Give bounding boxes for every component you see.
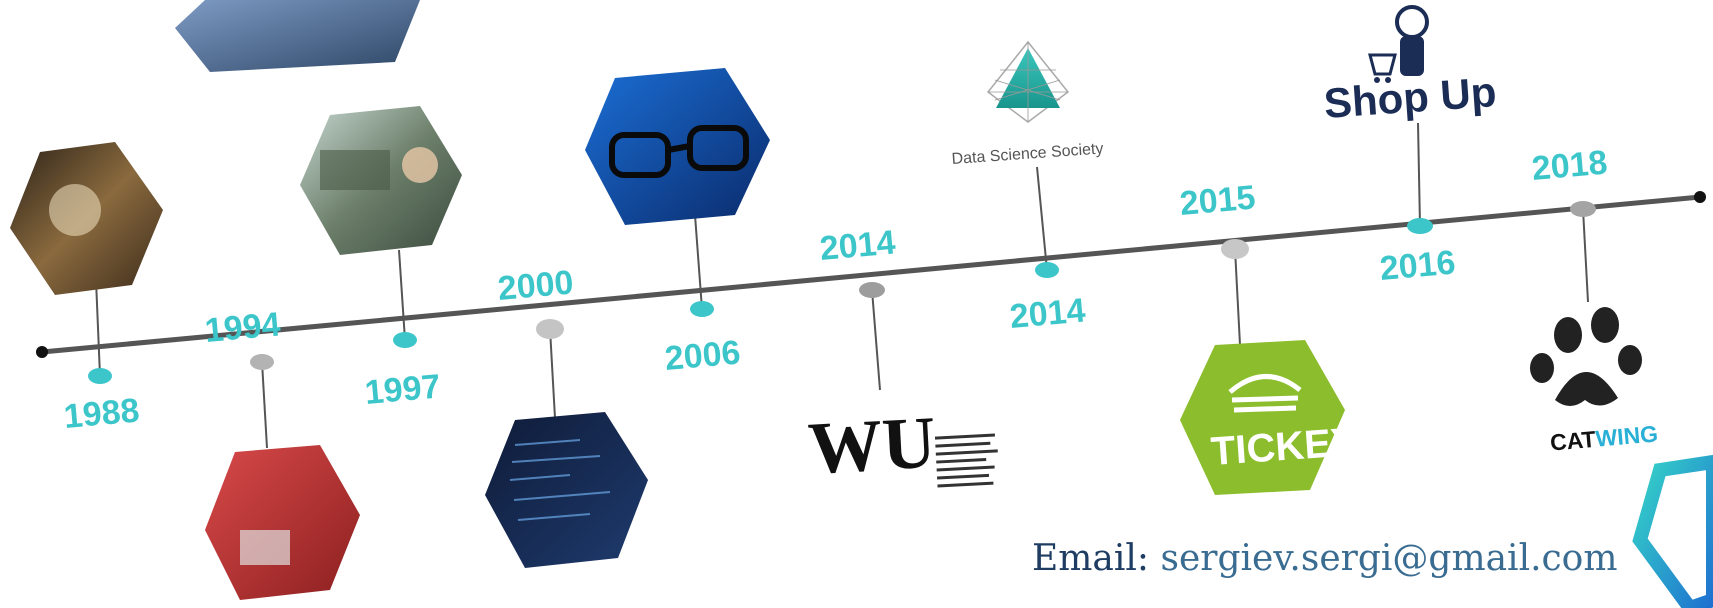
photo-1988-hexagon: [10, 142, 163, 295]
connectors: [95, 122, 1589, 449]
axis-end-dot: [1694, 191, 1706, 203]
pyramid-icon: [986, 40, 1070, 123]
year-label-2006: 2006: [663, 333, 742, 378]
svg-text:Shop Up: Shop Up: [1322, 68, 1497, 127]
photo-2000-hexagon: [485, 412, 648, 568]
photo-1997-hexagon: [300, 106, 462, 255]
shop-up-logo: Shop Up: [1322, 5, 1498, 127]
svg-text:Data Science Society: Data Science Society: [951, 140, 1104, 168]
year-label-2000: 2000: [496, 263, 575, 308]
year-label-1994: 1994: [203, 305, 282, 350]
paw-icon: [1530, 307, 1642, 406]
year-label-1997: 1997: [363, 367, 442, 412]
year-label-2016: 2016: [1378, 243, 1457, 288]
photo-top-hexagon: [175, 0, 420, 72]
svg-text:WU: WU: [806, 402, 938, 491]
year-label-1988: 1988: [62, 391, 141, 436]
photo-1994-hexagon: [205, 445, 360, 600]
hexagon-frame-icon: [1632, 454, 1713, 608]
axis-start-dot: [36, 346, 48, 358]
year-label-2014-top: 2014: [818, 223, 897, 268]
email-value[interactable]: sergiev.sergi@gmail.com: [1160, 538, 1618, 579]
astronaut-cart-icon: [1368, 5, 1429, 83]
timeline-dots: [88, 201, 1596, 384]
glasses-icon: [609, 125, 749, 178]
year-label-2015: 2015: [1178, 178, 1257, 223]
year-label-2018: 2018: [1530, 143, 1609, 188]
contact-email: Email: sergiev.sergi@gmail.com: [1032, 538, 1618, 579]
wu-logo: WU: [806, 402, 998, 491]
catwing-wing-text: WING: [1594, 420, 1660, 452]
tickey-logo: TICKEY: [1180, 340, 1359, 495]
photo-2006-hexagon: [585, 68, 770, 225]
svg-text:TICKEY: TICKEY: [1210, 420, 1360, 474]
email-label: Email:: [1032, 538, 1150, 579]
year-label-2014-bottom: 2014: [1008, 291, 1087, 336]
catwing-cat-text: CAT: [1549, 425, 1597, 456]
data-science-society-logo: Data Science Society: [951, 40, 1104, 168]
